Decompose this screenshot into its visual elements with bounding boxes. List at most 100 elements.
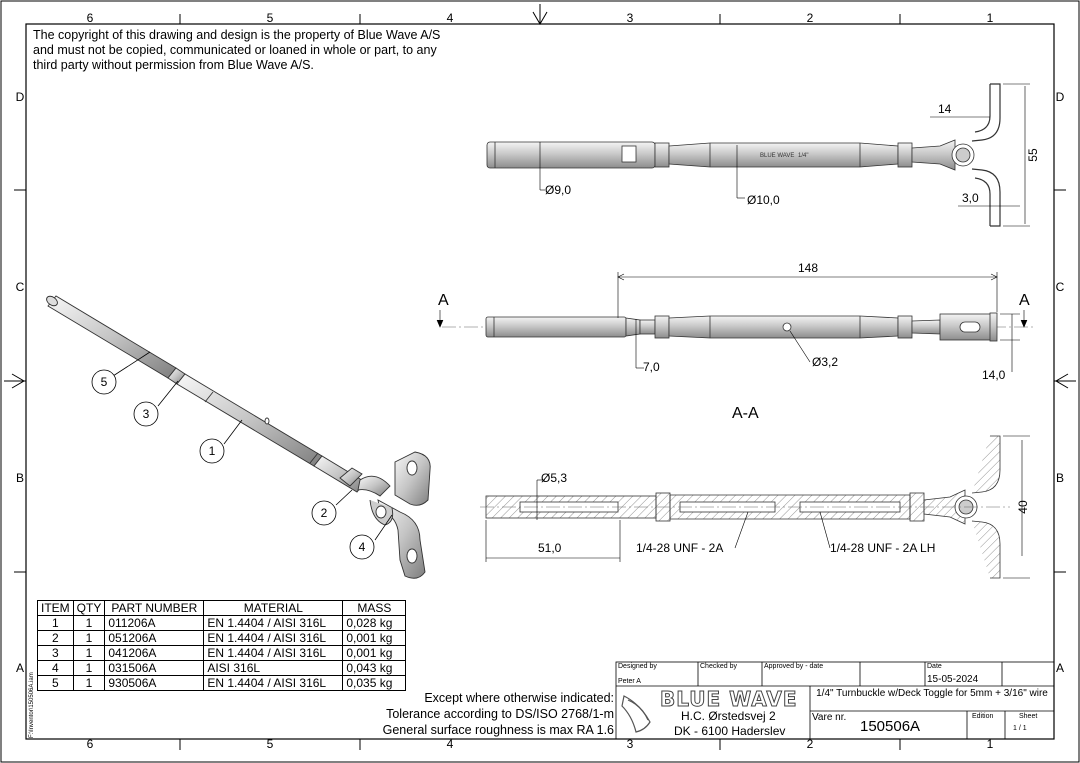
balloon-label: 3 <box>143 407 150 421</box>
bom-part-number: 051206A <box>104 630 205 646</box>
row-label: C <box>1056 280 1065 294</box>
section-view <box>480 435 1010 579</box>
vare-number: 150506A <box>860 718 921 735</box>
bom-material: AISI 316L <box>203 660 344 676</box>
dim-40: 40 <box>1016 500 1030 514</box>
title-block-lines <box>615 661 1055 740</box>
address-line-2: DK - 6100 Haderslev <box>674 724 786 738</box>
bom-part-number: 041206A <box>104 645 205 661</box>
bom-header: QTY <box>72 600 106 616</box>
note-line: Tolerance according to DS/ISO 2768/1-m <box>386 707 614 721</box>
isometric-view <box>46 295 431 579</box>
tolerance-note: Except where otherwise indicated: Tolera… <box>383 690 614 738</box>
approved-label: Approved by - date <box>764 663 824 670</box>
bom-header: ITEM <box>37 600 74 616</box>
row-label: A <box>1056 661 1064 675</box>
date-value: 15-05-2024 <box>927 674 979 685</box>
top-view-dims: Ø9,0 Ø10,0 14 55 3,0 <box>545 102 1040 207</box>
note-line: Except where otherwise indicated: <box>424 691 614 705</box>
col-label: 3 <box>627 737 634 751</box>
bom-row: 1 1 011206A EN 1.4404 / AISI 316L 0,028 … <box>37 615 407 631</box>
bom-mass: 0,035 kg <box>342 675 407 691</box>
bom-item: 5 <box>37 675 74 691</box>
bom-part-number: 930506A <box>104 675 205 691</box>
bom-part-number: 011206A <box>104 615 205 631</box>
balloon-2 <box>311 500 337 526</box>
col-label: 1 <box>987 11 994 25</box>
dim-7: 7,0 <box>643 360 660 374</box>
dim-55: 55 <box>1026 148 1040 162</box>
bom-header: MASS <box>342 600 407 616</box>
dim-d10: Ø10,0 <box>747 193 780 207</box>
product-size: 1/4" <box>798 153 808 159</box>
note-line: General surface roughness is max RA 1.6 <box>382 723 614 737</box>
edition-label: Edition <box>972 713 994 720</box>
col-label: 2 <box>807 737 814 751</box>
front-view <box>442 312 1036 342</box>
balloon-label: 4 <box>359 540 366 554</box>
section-label: A-A <box>732 405 759 422</box>
company-logo: BLUE WAVE <box>660 687 798 712</box>
balloon-1 <box>199 438 225 464</box>
balloon-4 <box>349 534 375 560</box>
bom-mass: 0,001 kg <box>342 630 407 646</box>
front-view-dims: 148 7,0 Ø3,2 14,0 <box>643 261 1006 382</box>
copyright-line: The copyright of this drawing and design… <box>33 28 441 42</box>
drawing-description: 1/4" Turnbuckle w/Deck Toggle for 5mm + … <box>816 688 1048 699</box>
dim-51: 51,0 <box>538 541 562 555</box>
dim-14: 14 <box>938 102 952 116</box>
col-label: 5 <box>267 11 274 25</box>
dim-d32: Ø3,2 <box>812 355 838 369</box>
vare-label: Vare nr. <box>812 712 847 723</box>
date-label: Date <box>927 663 942 670</box>
bom-header: MATERIAL <box>203 600 344 616</box>
zone-labels: 6 5 4 3 2 1 6 5 4 3 2 1 D C B A D C B A <box>16 11 1065 751</box>
copyright-line: third party without permission from Blue… <box>33 58 314 72</box>
bom-header: PART NUMBER <box>104 600 205 616</box>
row-label: B <box>1056 471 1064 485</box>
bom-row: 4 1 031506A AISI 316L 0,043 kg <box>37 660 407 676</box>
col-label: 2 <box>807 11 814 25</box>
section-view-dims: Ø5,3 51,0 1/4-28 UNF - 2A 1/4-28 UNF - 2… <box>538 471 1030 555</box>
balloon-5 <box>91 369 117 395</box>
designed-by-label: Designed by <box>618 663 657 670</box>
row-label: B <box>16 471 24 485</box>
col-label: 6 <box>87 737 94 751</box>
bom-part-number: 031506A <box>104 660 205 676</box>
top-dim-lines <box>930 83 1030 227</box>
bom-qty: 1 <box>72 675 106 691</box>
section-dim-lines <box>485 435 1030 579</box>
copyright-line: and must not be copied, communicated or … <box>33 43 437 57</box>
bom-row: 5 1 930506A EN 1.4404 / AISI 316L 0,035 … <box>37 675 407 691</box>
bill-of-materials: ITEM QTY PART NUMBER MATERIAL MASS 1 1 0… <box>37 600 407 691</box>
dim-148: 148 <box>798 261 818 275</box>
row-label: A <box>16 661 24 675</box>
top-view: BLUE WAVE 1/4" <box>486 83 1001 227</box>
dim-3: 3,0 <box>962 191 979 205</box>
bom-qty: 1 <box>72 645 106 661</box>
bom-mass: 0,043 kg <box>342 660 407 676</box>
balloon-3 <box>133 401 159 427</box>
bom-row: 3 1 041206A EN 1.4404 / AISI 316L 0,001 … <box>37 645 407 661</box>
bom-item: 2 <box>37 630 74 646</box>
bom-mass: 0,001 kg <box>342 645 407 661</box>
bom-item: 3 <box>37 645 74 661</box>
bom-row: 2 1 051206A EN 1.4404 / AISI 316L 0,001 … <box>37 630 407 646</box>
col-label: 5 <box>267 737 274 751</box>
bom-material: EN 1.4404 / AISI 316L <box>203 675 344 691</box>
bom-material: EN 1.4404 / AISI 316L <box>203 615 344 631</box>
bom-qty: 1 <box>72 660 106 676</box>
col-label: 6 <box>87 11 94 25</box>
address-line-1: H.C. Ørstedsvej 2 <box>681 709 776 723</box>
bom-item: 1 <box>37 615 74 631</box>
balloon-labels: 5 3 1 2 4 <box>101 375 366 554</box>
sheet-value: 1 / 1 <box>1013 725 1027 732</box>
section-marks: A A A-A <box>438 292 1030 422</box>
copyright-notice: The copyright of this drawing and design… <box>33 28 440 73</box>
col-label: 1 <box>987 737 994 751</box>
bom-header-row: ITEM QTY PART NUMBER MATERIAL MASS <box>37 600 407 616</box>
row-label: D <box>16 90 25 104</box>
file-path: F:\Inventor\150506A.iam <box>29 672 35 738</box>
